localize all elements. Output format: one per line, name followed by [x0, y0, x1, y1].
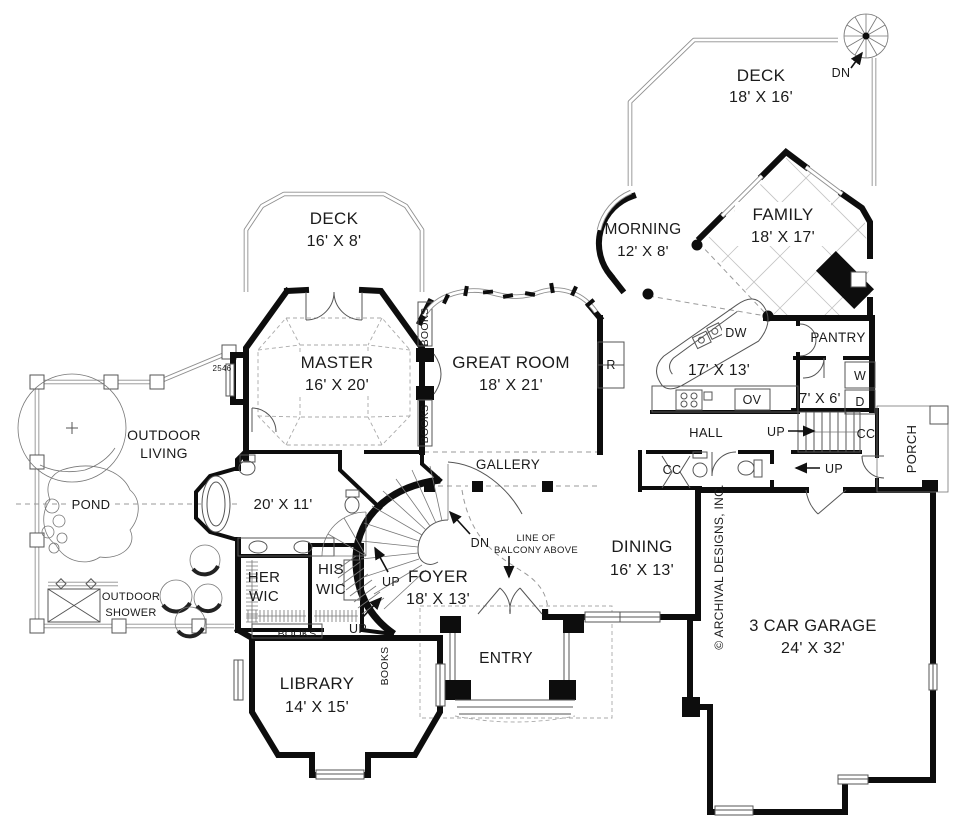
dryer-label: D — [855, 395, 864, 409]
balcony-note-line2: BALCONY ABOVE — [494, 545, 578, 556]
his-wic-line2: WIC — [316, 581, 346, 598]
porch-label: PORCH — [904, 425, 919, 473]
great-room-dims: 18' X 21' — [479, 377, 543, 394]
deck-right-dims: 18' X 16' — [729, 89, 793, 106]
her-wic-line2: WIC — [249, 588, 279, 605]
foyer-label: FOYER — [408, 567, 468, 586]
dn-spiral-label: DN — [832, 66, 851, 80]
grand-stair — [360, 461, 523, 610]
outdoor-living-line2: LIVING — [140, 445, 188, 461]
garage-dims: 24' X 32' — [781, 640, 845, 657]
plan-number: 2546 — [213, 364, 232, 373]
dining-label: DINING — [611, 537, 672, 556]
dashed-details — [257, 242, 767, 723]
refrigerator-label: R — [606, 358, 615, 372]
washer-label: W — [854, 369, 866, 383]
his-wic-line1: HIS — [318, 561, 344, 578]
master-bath-dims: 20' X 11' — [253, 496, 312, 513]
morning-dims: 12' X 8' — [617, 243, 669, 260]
windows — [225, 363, 938, 816]
up-back-label: UP — [825, 462, 843, 476]
morning-label: MORNING — [604, 221, 681, 238]
tree — [17, 373, 127, 483]
hall-label: HALL — [689, 425, 723, 440]
her-wic-line1: HER — [248, 569, 281, 586]
outdoor-shower-line1: OUTDOOR — [102, 591, 160, 603]
annotation-arrows — [362, 51, 863, 618]
label-plates — [68, 202, 831, 510]
books-greatroom2-label: BOOKS — [419, 405, 431, 444]
master-dims: 16' X 20' — [305, 377, 369, 394]
gallery-label: GALLERY — [476, 457, 540, 472]
pond-label: POND — [72, 497, 111, 512]
books-library-label: BOOKS — [379, 647, 391, 686]
deck-left-label: DECK — [310, 209, 359, 228]
bushes — [159, 544, 223, 639]
outdoor-living-area — [16, 344, 238, 639]
dishwasher-label: DW — [725, 326, 746, 340]
master-label: MASTER — [301, 353, 374, 372]
deck-left-dims: 16' X 8' — [307, 233, 362, 250]
fixtures — [201, 291, 885, 715]
cc-stairs-label: CC — [857, 427, 876, 441]
foyer-dims: 18' X 13' — [406, 591, 470, 608]
dining-dims: 16' X 13' — [610, 562, 674, 579]
window-walls — [421, 165, 949, 493]
deck-outlines — [243, 37, 877, 292]
garage-label: 3 CAR GARAGE — [749, 617, 876, 635]
books-greatroom1-label: BOOKS — [419, 308, 431, 347]
entry-label: ENTRY — [479, 650, 533, 667]
library-label: LIBRARY — [280, 674, 355, 693]
outdoor-shower-line2: SHOWER — [105, 607, 156, 619]
balcony-note-line1: LINE OF — [516, 533, 555, 544]
laundry-dims: 7' X 6' — [799, 391, 841, 407]
oven-label: OV — [743, 393, 762, 407]
deck-right-label: DECK — [737, 66, 786, 85]
copyright-label: © ARCHIVAL DESIGNS, INC. — [712, 484, 726, 649]
library-dims: 14' X 15' — [285, 699, 349, 716]
cc-hall-label: CC — [663, 463, 682, 477]
up-foyer-label: UP — [382, 575, 400, 589]
up-stairs-label: UP — [767, 425, 785, 439]
books-top-label: BOOKS — [278, 628, 317, 640]
kitchen-dims: 17' X 13' — [688, 362, 750, 379]
family-dims: 18' X 17' — [751, 229, 815, 246]
pond — [41, 465, 139, 563]
great-room-label: GREAT ROOM — [452, 353, 570, 372]
up-foyer2-label: UP — [349, 622, 367, 636]
dn-foyer-label: DN — [471, 536, 490, 550]
outdoor-shower — [47, 578, 118, 623]
outdoor-living-line1: OUTDOOR — [127, 427, 201, 443]
pantry-label: PANTRY — [810, 330, 865, 345]
labels: DECK 18' X 16' DN DECK 16' X 8' MORNING … — [72, 66, 919, 716]
family-label: FAMILY — [752, 205, 813, 224]
spiral-stair — [843, 13, 889, 59]
